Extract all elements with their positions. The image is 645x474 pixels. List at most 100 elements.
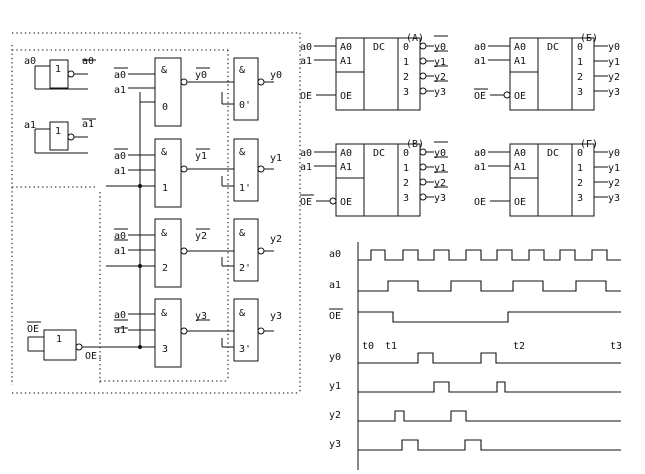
gate0-num: 0 — [162, 102, 168, 113]
gate0-and: & — [161, 65, 167, 76]
inverter-a0-input-label: a0 — [24, 56, 36, 67]
dc-name: DC — [547, 42, 559, 53]
dc-out-label: y3 — [434, 87, 446, 98]
dc-input-a1: a1 — [300, 162, 312, 173]
dc-name: DC — [547, 148, 559, 159]
out-gate0-label: y0 — [270, 70, 282, 81]
dc-input-oe: OE — [474, 197, 486, 208]
inverter-a0-output-label: a0 — [82, 56, 94, 67]
dc-in-oe: OE — [340, 197, 352, 208]
gate1-in-a1: a1 — [114, 166, 126, 177]
dc-out-num: 3 — [403, 87, 409, 98]
dc-out-label: y0 — [434, 148, 446, 159]
dc-out-label: y0 — [608, 148, 620, 159]
out-gate-1: & 1' y1 — [221, 138, 282, 202]
dc-in-a0: A0 — [514, 42, 526, 53]
timing-label: a0 — [329, 249, 341, 260]
out-gate2-label: y2 — [270, 234, 282, 245]
dc-in-oe: OE — [340, 91, 352, 102]
gate2-num: 2 — [162, 263, 168, 274]
dc-out-num: 2 — [403, 72, 409, 83]
dc-out-label: y1 — [608, 57, 620, 68]
out-gate2-and: & — [239, 228, 245, 239]
dc-input-a1: a1 — [474, 56, 486, 67]
gate2-and: & — [161, 228, 167, 239]
dc-out-label: y2 — [434, 178, 446, 189]
gate1-and: & — [161, 147, 167, 158]
dc-out-label: y3 — [608, 193, 620, 204]
inverter-oe-output-label: OE. — [85, 351, 103, 362]
and-gate-0: a0 a1 & 0 y0 — [114, 57, 234, 127]
dc-input-oe: OE — [300, 91, 312, 102]
dc-tag: (Г) — [580, 139, 598, 150]
dc-input-oe: OE — [300, 197, 312, 208]
inverter-oe-input-label: OE — [27, 324, 39, 335]
out-gate1-and: & — [239, 147, 245, 158]
dc-input-a1: a1 — [300, 56, 312, 67]
gate0-in-a1: a1 — [114, 85, 126, 96]
timing-mark: t1 — [385, 341, 397, 352]
gate3-in-a0: a0 — [114, 310, 126, 321]
dc-out-label: y2 — [434, 72, 446, 83]
dc-out-num: 0 — [403, 42, 409, 53]
dc-out-num: 3 — [577, 193, 583, 204]
dc-name: DC — [373, 148, 385, 159]
and-gate-1: a0 a1 & 1 y1 — [114, 138, 234, 208]
gate1-out-label: y1 — [195, 151, 207, 162]
gate2-in-a0: a0 — [114, 231, 126, 242]
out-gate-2: & 2' y2 — [221, 218, 282, 282]
gate3-out-label: y3 — [195, 311, 207, 322]
inverter-a1: 1 a1 a1 — [24, 118, 96, 154]
timing-label: a1 — [329, 280, 341, 291]
out-gate-0: & 0' y0 — [221, 57, 282, 121]
dc-in-a0: A0 — [340, 148, 352, 159]
dc-input-a0: a0 — [300, 148, 312, 159]
dc-input-a0: a0 — [300, 42, 312, 53]
timing-wave — [358, 381, 621, 393]
out-gate3-num: 3' — [239, 344, 251, 355]
dc-out-label: y3 — [608, 87, 620, 98]
dc-input-a1: a1 — [474, 162, 486, 173]
dc-in-a1: A1 — [340, 56, 352, 67]
timing-wave — [358, 439, 621, 451]
dc-out-num: 1 — [403, 163, 409, 174]
timing-label: y2 — [329, 410, 341, 421]
timing-wave — [358, 280, 621, 292]
dc-out-label: y2 — [608, 178, 620, 189]
decoder-schematic: 1 a0 a0 1 a1 a1 1 — [11, 32, 301, 394]
gate1-num: 1 — [162, 183, 168, 194]
timing-mark: t2 — [513, 341, 525, 352]
gate3-in-a1: a1 — [114, 325, 126, 336]
timing-wave — [358, 311, 621, 323]
dc-out-label: y0 — [434, 42, 446, 53]
dc-out-num: 2 — [577, 178, 583, 189]
timing-label: OE — [329, 311, 341, 322]
inverter-a0: 1 a0 a0 — [24, 56, 96, 90]
inverter-oe: 1 OE OE. — [27, 321, 155, 362]
dc-input-oe: OE — [474, 91, 486, 102]
out-gate3-label: y3 — [270, 311, 282, 322]
dc-input-a0: a0 — [474, 148, 486, 159]
dc-out-num: 1 — [577, 163, 583, 174]
dc-in-a1: A1 — [514, 56, 526, 67]
out-gate-3: & 3' y3 — [221, 298, 282, 362]
dc-tag: (Б) — [580, 33, 598, 44]
out-gate0-and: & — [239, 65, 245, 76]
dc-in-a0: A0 — [514, 148, 526, 159]
dc-input-a0: a0 — [474, 42, 486, 53]
and-gate-3: a0 a1 & 3 y3 — [114, 298, 234, 368]
dc-out-num: 0 — [403, 148, 409, 159]
out-gate3-and: & — [239, 308, 245, 319]
out-gate1-label: y1 — [270, 153, 282, 164]
dc-in-oe: OE — [514, 197, 526, 208]
dc-out-num: 0 — [577, 148, 583, 159]
gate2-in-a1: a1 — [114, 246, 126, 257]
gate2-out-label: y2 — [195, 231, 207, 242]
